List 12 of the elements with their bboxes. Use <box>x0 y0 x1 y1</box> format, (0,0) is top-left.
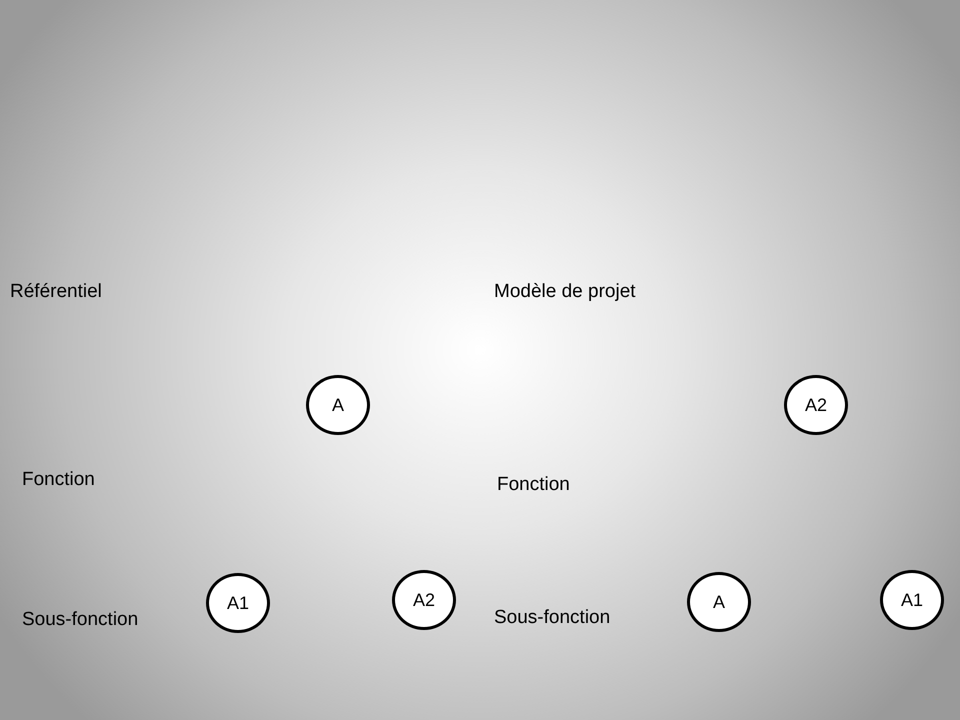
circle-node: A1 <box>206 573 270 633</box>
column-heading: Modèle de projet <box>494 280 636 304</box>
circle-node: A <box>306 375 370 435</box>
level-label: Sous-fonction <box>494 606 610 630</box>
circle-node: A2 <box>392 570 456 630</box>
level-label: Sous-fonction <box>22 608 138 632</box>
level-label: Fonction <box>22 468 95 492</box>
circle-node: A1 <box>880 570 944 630</box>
column-heading: Référentiel <box>10 280 102 304</box>
circle-node: A <box>687 572 751 632</box>
level-label: Fonction <box>497 473 570 497</box>
circle-node: A2 <box>784 375 848 435</box>
